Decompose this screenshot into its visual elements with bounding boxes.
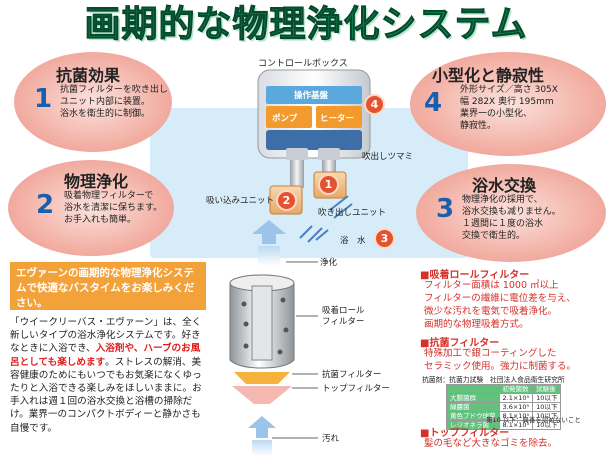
table-note: 第10 以下：興善を認めないこと: [486, 416, 581, 424]
feature-text: 抗菌フィルターを吹き出しユニット内部に装置。浴水を衛生的に制御。: [60, 85, 168, 119]
marker-1: 1: [318, 174, 339, 195]
purify-label: 浄化: [320, 258, 338, 268]
feature-heading: 抗菌効果: [56, 66, 121, 85]
table-header-cell: [446, 384, 500, 394]
table-cell: 3.6×10⁵: [498, 402, 534, 412]
table-header-row: 初発菌数 試験後: [446, 384, 562, 394]
table-cell: 2.1×10⁵: [498, 393, 534, 403]
outlet-unit-label: 吹き出しユニット: [318, 208, 387, 218]
table-cell: 10以下: [532, 393, 562, 403]
table-cell: 緑膿菌: [446, 402, 500, 412]
antibacterial-test-table: 初発菌数 試験後 大腸菌群 2.1×10⁵ 10以下 緑膿菌 3.6×10⁵ 1…: [446, 384, 562, 430]
marker-4: 4: [364, 94, 385, 115]
marker-3: 3: [374, 228, 395, 249]
adsorb-filter-heading: ■吸着ロールフィルター: [420, 270, 530, 281]
feature-number: 1: [34, 84, 53, 114]
dirt-label: 汚れ: [322, 434, 340, 444]
page-title: 画期的な物理浄化システム: [84, 4, 528, 46]
feature-heading: 物理浄化: [64, 172, 129, 191]
feature-number: 3: [436, 194, 455, 224]
feature-heading: 小型化と静寂性: [432, 66, 545, 85]
outlet-knob-label: 吹出しツマミ: [362, 152, 414, 162]
feature-number: 4: [424, 88, 443, 118]
heater-label: ヒーター: [320, 114, 355, 124]
table-cell: 10以下: [532, 420, 562, 430]
feature-bubble-water-change: 浴水交換 3 物理浄化の採用で、浴水交換も减りません。１週間に１度の浴水交換で衛…: [416, 164, 606, 262]
table-header-cell: 試験後: [532, 384, 562, 394]
marker-2: 2: [276, 190, 297, 211]
table-row: 緑膿菌 3.6×10⁵ 10以下: [446, 402, 562, 412]
table-cell: レジオネラ菌: [446, 420, 500, 430]
promo-banner-text: エヴァーンの画期的な物理浄化システムで快適なバスタイムをお楽しみください。: [16, 267, 195, 309]
promo-banner: エヴァーンの画期的な物理浄化システムで快適なバスタイムをお楽しみください。: [10, 262, 206, 310]
antibacterial-filter-label: 抗菌フィルター: [322, 370, 382, 380]
feature-bubble-antibacterial: 抗菌効果 1 抗菌フィルターを吹き出しユニット内部に装置。浴水を衛生的に制御。: [14, 52, 172, 152]
antibac-filter-text: 特殊加工で銀コーティングしたセラミック使用。強力に制菌する。: [424, 348, 577, 372]
top-filter-label: トップフィルター: [322, 384, 390, 394]
adsorb-filter-text: フィルター面積は 1000 ㎡以上フィルターの繊維に電位差を与え、微少な汚れを電…: [424, 280, 576, 330]
bath-water-label: 浴 水: [340, 236, 366, 246]
feature-text: 物理浄化の採用で、浴水交換も减りません。１週間に１度の浴水交換で衛生的。: [462, 195, 561, 241]
feature-number: 2: [36, 190, 55, 220]
pump-label: ポンプ: [272, 114, 298, 124]
table-header-cell: 初発菌数: [498, 384, 534, 394]
intake-unit-label: 吸い込みユニット: [206, 196, 275, 206]
control-box-label: コントロールボックス: [258, 59, 348, 69]
top-filter-text: 髪の毛など大きなゴミを除去。: [424, 438, 558, 449]
antibac-filter-heading: ■抗菌フィルター: [420, 338, 500, 349]
table-cell: 10以下: [532, 402, 562, 412]
test-caption: 抗菌剤：抗菌力試験 社団法人食品衛生研究所: [422, 376, 565, 384]
table-row: レジオネラ菌 8.1×10⁵ 10以下: [446, 420, 562, 430]
adsorb-roll-filter-label: 吸着ロール フィルター: [322, 306, 365, 327]
feature-text: 吸着物理フィルターで浴水を清潔に保ちます。お手入れも簡単。: [64, 191, 163, 225]
feature-bubble-purification: 物理浄化 2 吸着物理フィルターで浴水を清潔に保ちます。お手入れも簡単。: [8, 160, 174, 256]
table-cell: 大腸菌群: [446, 393, 500, 403]
top-filter-heading: ■トップフィルター: [420, 428, 510, 439]
board-label: 操作基盤: [294, 91, 329, 101]
promo-paragraph: 「ウイークリーバス・エヴァーン」は、全く新しいタイプの浴水浄化システムです。好き…: [10, 317, 202, 434]
feature-heading: 浴水交換: [472, 176, 537, 195]
table-row: 大腸菌群 2.1×10⁵ 10以下: [446, 393, 562, 403]
